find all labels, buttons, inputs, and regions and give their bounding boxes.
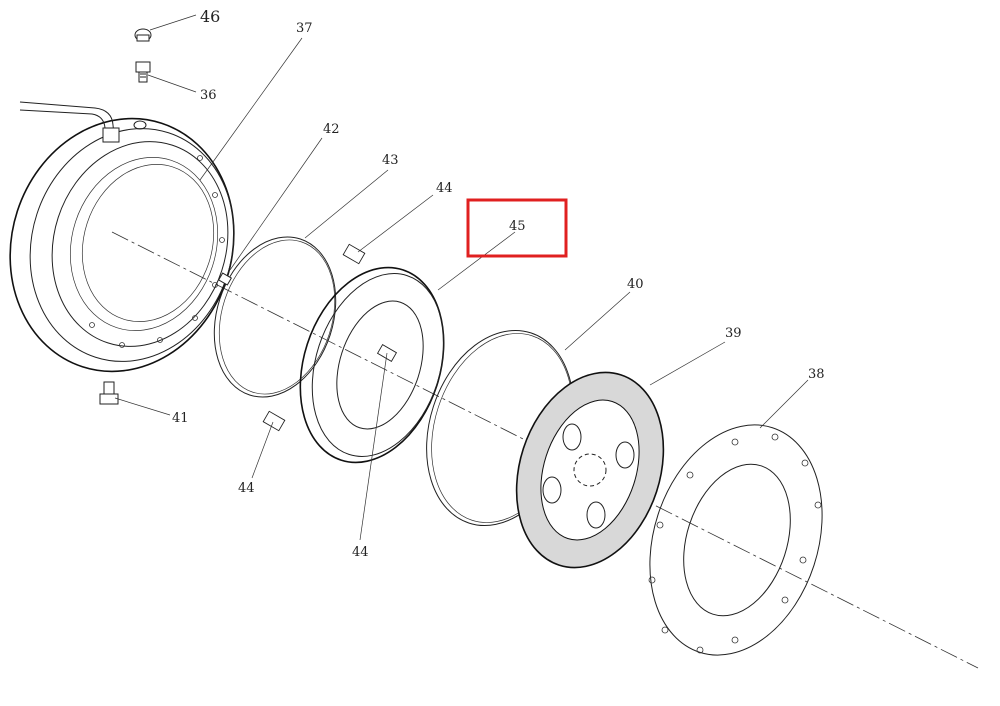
label-43: 43 [382, 153, 399, 168]
plate-part-38 [648, 424, 823, 656]
fitting-part-36 [135, 61, 151, 83]
housing-part-37 [9, 101, 235, 373]
friction-disc-part-39 [515, 371, 665, 569]
highlight-box-45 [466, 198, 568, 258]
label-39: 39 [725, 326, 742, 341]
label-42: 42 [323, 122, 340, 137]
leader-lines [114, 14, 809, 541]
label-46: 46 [200, 7, 220, 26]
ring-part-42 [213, 236, 337, 398]
label-38: 38 [808, 367, 825, 382]
label-36: 36 [200, 88, 217, 103]
center-axis [111, 231, 979, 669]
label-41: 41 [172, 411, 189, 426]
cap-part-46 [134, 28, 152, 42]
label-44-left: 44 [238, 481, 255, 496]
plug-part-41 [99, 381, 119, 405]
piston-part-45 [299, 266, 445, 464]
label-44-bottom: 44 [352, 545, 369, 560]
label-37: 37 [296, 21, 313, 36]
label-44-top: 44 [436, 181, 453, 196]
label-45: 45 [509, 219, 526, 234]
label-40: 40 [627, 277, 644, 292]
